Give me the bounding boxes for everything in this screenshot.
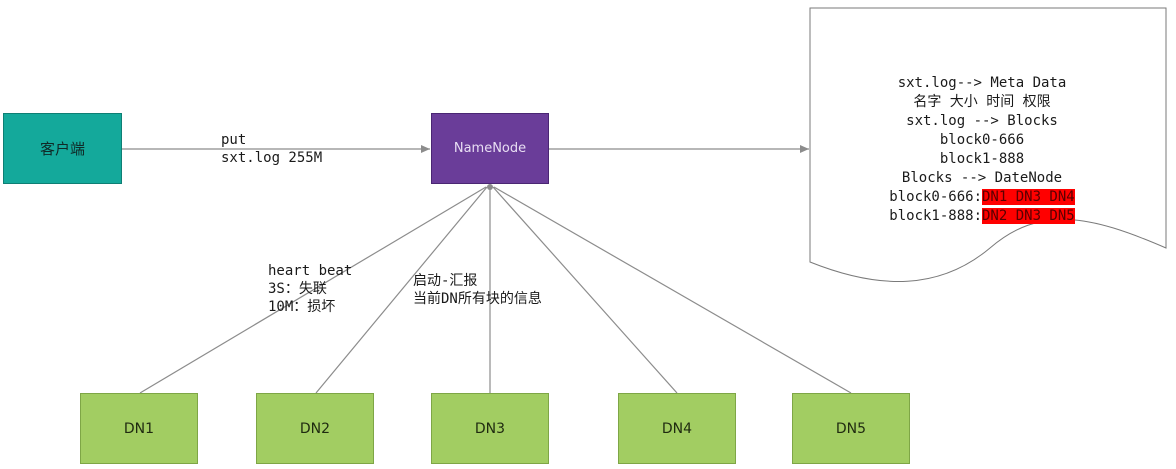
dn2-to-namenode-line xyxy=(315,186,488,394)
block1-prefix: block1-888: xyxy=(889,208,982,224)
startup-line-2: 当前DN所有块的信息 xyxy=(413,291,542,307)
put-annotation: put sxt.log 255M xyxy=(221,131,322,167)
datanode-dn3[interactable]: DN3 xyxy=(431,393,549,464)
dn4-to-namenode-line xyxy=(492,186,678,394)
metadata-line-5: block1-888 xyxy=(939,151,1025,167)
heartbeat-line-2: 3S：失联 xyxy=(268,281,327,297)
startup-report-annotation: 启动-汇报 当前DN所有块的信息 xyxy=(413,272,542,308)
datanode-label: DN4 xyxy=(661,420,693,437)
client-box[interactable]: 客户端 xyxy=(3,113,122,184)
put-line-2: sxt.log 255M xyxy=(221,150,323,166)
namenode-box[interactable]: NameNode xyxy=(431,113,549,184)
datanode-label: DN1 xyxy=(123,420,155,437)
heartbeat-annotation: heart beat 3S：失联 10M：损坏 xyxy=(268,262,352,316)
datanode-dn2[interactable]: DN2 xyxy=(256,393,374,464)
put-line-1: put xyxy=(221,132,247,148)
metadata-line-1: sxt.log--> Meta Data xyxy=(897,75,1067,91)
metadata-line-2: 名字 大小 时间 权限 xyxy=(913,94,1051,110)
datanode-label: DN3 xyxy=(474,420,506,437)
heartbeat-line-3: 10M：损坏 xyxy=(268,299,336,315)
dn1-to-namenode-line xyxy=(139,186,487,394)
metadata-line-6: Blocks --> DateNode xyxy=(901,170,1063,186)
metadata-line-8: block1-888:DN2 DN3 DN5 xyxy=(812,207,1152,226)
block1-datanodes-highlight: DN2 DN3 DN5 xyxy=(982,208,1075,224)
heartbeat-line-1: heart beat xyxy=(268,263,353,279)
metadata-line-4: block0-666 xyxy=(939,132,1025,148)
dn5-to-namenode-line xyxy=(493,186,852,394)
block0-datanodes-highlight: DN1 DN3 DN4 xyxy=(982,189,1075,205)
datanode-dn4[interactable]: DN4 xyxy=(618,393,736,464)
metadata-line-7: block0-666:DN1 DN3 DN4 xyxy=(812,188,1152,207)
datanode-label: DN2 xyxy=(299,420,331,437)
startup-line-1: 启动-汇报 xyxy=(413,273,478,289)
metadata-line-3: sxt.log --> Blocks xyxy=(906,113,1058,129)
metadata-document-shape xyxy=(809,7,1167,282)
datanode-label: DN5 xyxy=(835,420,867,437)
block0-prefix: block0-666: xyxy=(889,189,982,205)
datanode-dn5[interactable]: DN5 xyxy=(792,393,910,464)
datanode-dn1[interactable]: DN1 xyxy=(80,393,198,464)
namenode-label: NameNode xyxy=(453,141,527,156)
metadata-document-text: sxt.log--> Meta Data 名字 大小 时间 权限 sxt.log… xyxy=(812,74,1152,226)
client-label: 客户端 xyxy=(39,140,85,158)
namenode-bottom-connector-dot xyxy=(487,184,493,190)
